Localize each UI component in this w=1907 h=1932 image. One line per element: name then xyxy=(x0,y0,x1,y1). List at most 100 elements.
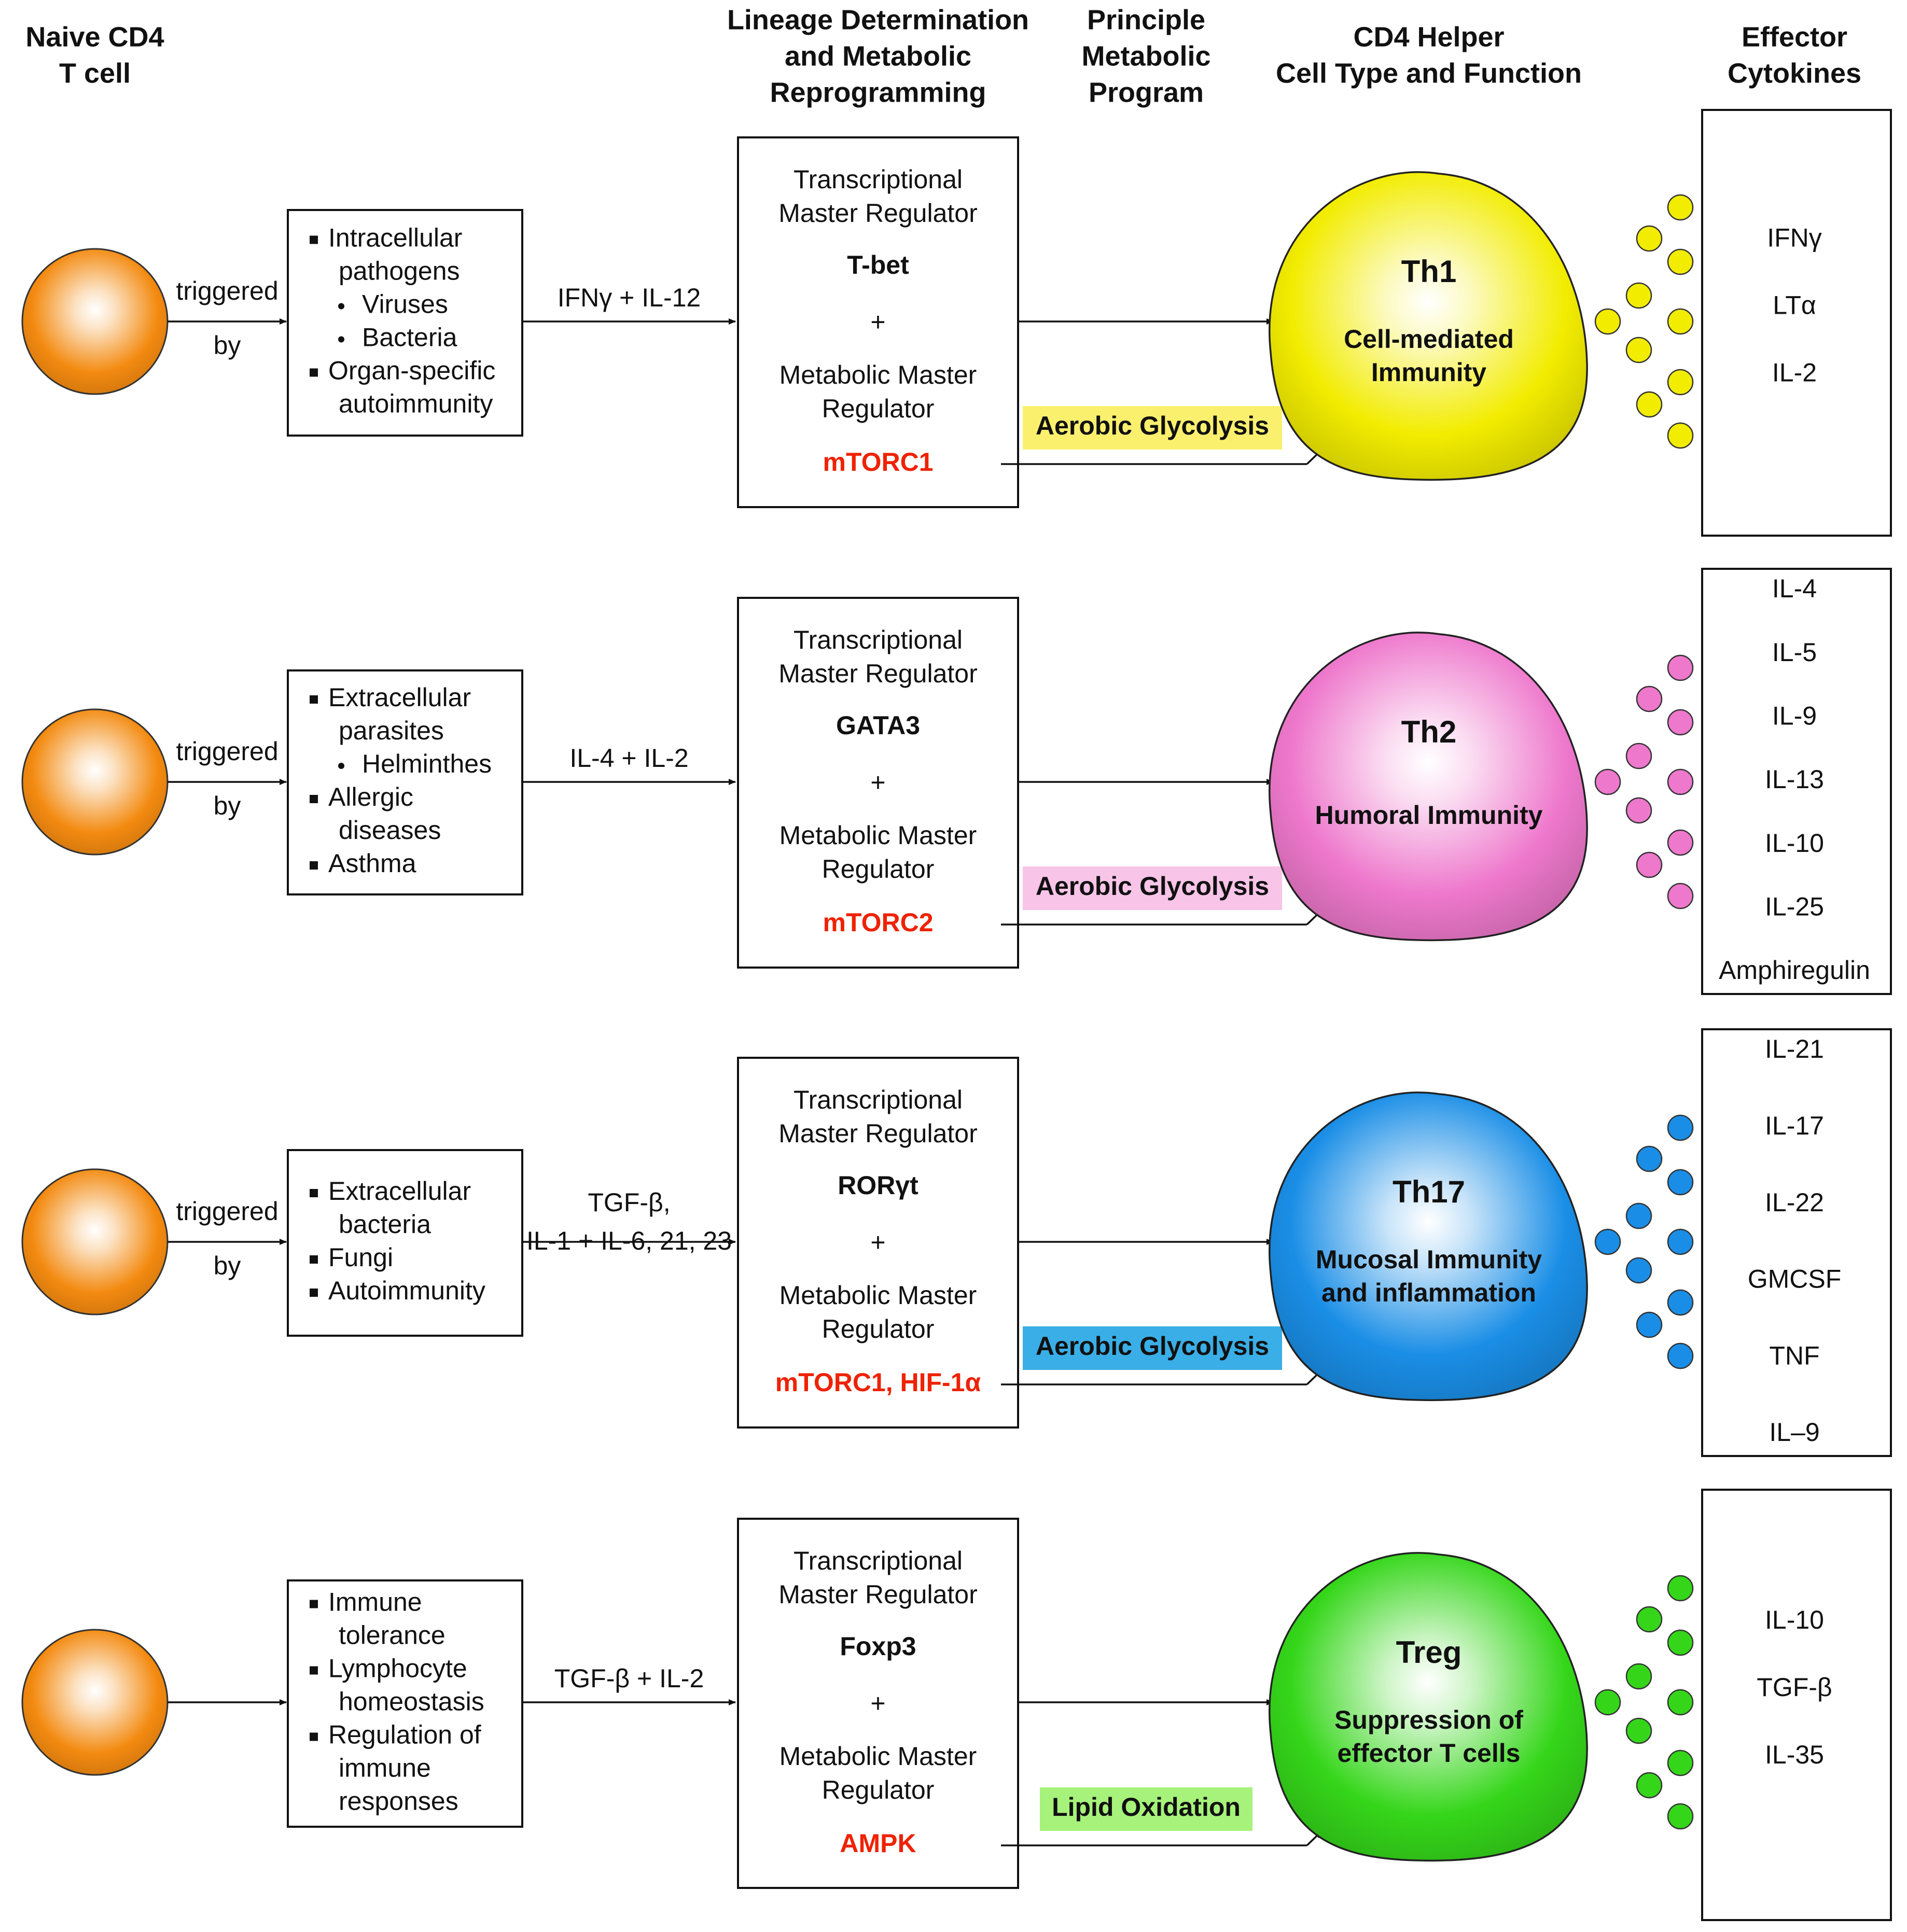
metabolic-program-badge xyxy=(1040,1787,1252,1831)
cytokine-dot xyxy=(1667,1575,1694,1602)
header-effector-line: Effector xyxy=(1742,21,1847,52)
regulator-box xyxy=(737,1057,1019,1429)
effector-cytokine: TGF-β xyxy=(1757,1673,1832,1702)
metabolic-program-label: Aerobic Glycolysis xyxy=(1036,411,1269,440)
trigger-item: diseases xyxy=(339,816,441,845)
row-th2: triggeredbyExtracellularparasitesHelmint… xyxy=(21,568,1892,995)
cytokine-dot xyxy=(1636,685,1663,712)
cytokine-dot xyxy=(1636,391,1663,418)
trigger-item: Intracellular xyxy=(328,223,462,253)
cytokine-dot xyxy=(1667,1228,1694,1255)
cytokine-dot xyxy=(1636,1772,1663,1799)
cytokine-dot xyxy=(1667,1169,1694,1196)
trigger-box xyxy=(287,1579,523,1828)
naive-cd4-cell xyxy=(21,708,169,856)
metabolic-master-regulator: AMPK xyxy=(840,1829,916,1858)
signal-label: TGF-β + IL-2 xyxy=(554,1664,704,1693)
cytokine-dot xyxy=(1594,308,1621,335)
effector-cytokine: Amphiregulin xyxy=(1719,956,1870,985)
helper-cell-type: Th17 xyxy=(1393,1174,1465,1209)
cytokine-dot xyxy=(1636,1606,1663,1633)
cytokine-dot xyxy=(1636,1311,1663,1338)
cytokine-dot xyxy=(1594,1689,1621,1716)
cytokine-dot xyxy=(1667,1289,1694,1316)
cytokine-dot xyxy=(1625,282,1652,309)
trigger-item: immune xyxy=(339,1754,431,1783)
transcriptional-regulator-label: Master Regulator xyxy=(778,1580,978,1609)
header-program-line: Principle xyxy=(1087,4,1205,35)
effector-cytokine-box xyxy=(1701,109,1892,537)
trigger-item: Immune xyxy=(328,1588,422,1617)
cytokine-dot xyxy=(1667,1629,1694,1656)
bullet-dot-icon xyxy=(338,303,344,310)
triggered-label: triggered xyxy=(176,1197,278,1226)
row-treg: ImmunetoleranceLymphocytehomeostasisRegu… xyxy=(21,1489,1892,1921)
trigger-item: responses xyxy=(339,1787,458,1816)
metabolic-regulator-label: Regulator xyxy=(822,1775,935,1804)
helper-cell-body xyxy=(1269,632,1588,942)
metabolic-program-label: Lipid Oxidation xyxy=(1052,1793,1241,1822)
transcriptional-regulator-label: Master Regulator xyxy=(778,1119,978,1148)
row-th1: triggeredbyIntracellularpathogensViruses… xyxy=(21,109,1892,537)
header-naive-line: T cell xyxy=(59,58,131,89)
signal-label: IL-4 + IL-2 xyxy=(569,744,688,773)
trigger-item: pathogens xyxy=(339,257,460,286)
bullet-square-icon xyxy=(310,1666,318,1675)
header-effector-line: Cytokines xyxy=(1728,58,1861,89)
transcriptional-master-regulator: RORγt xyxy=(838,1171,918,1200)
effector-cytokine: IL-17 xyxy=(1765,1111,1824,1140)
effector-cytokine: IL-2 xyxy=(1772,358,1817,387)
effector-cytokine: IL-10 xyxy=(1765,829,1824,858)
cytokine-dot xyxy=(1667,422,1694,449)
plus-sign: + xyxy=(870,307,885,337)
regulator-box xyxy=(737,597,1019,969)
metabolic-program-label: Aerobic Glycolysis xyxy=(1036,1332,1269,1361)
bullet-square-icon xyxy=(310,795,318,803)
effector-cytokine: IL-13 xyxy=(1765,765,1824,794)
cytokine-dot xyxy=(1625,797,1652,824)
helper-cell-type: Treg xyxy=(1396,1635,1462,1670)
cytokine-dot xyxy=(1667,709,1694,736)
effector-cytokine: IL-21 xyxy=(1765,1034,1824,1063)
metabolic-regulator-label: Metabolic Master xyxy=(779,360,977,389)
trigger-item: Helminthes xyxy=(362,749,492,778)
cytokine-dot xyxy=(1625,1202,1652,1229)
helper-cell-function: effector T cells xyxy=(1338,1739,1521,1768)
helper-cell-function: Humoral Immunity xyxy=(1315,801,1543,830)
triggered-label: triggered xyxy=(176,737,278,766)
effector-cytokine: IL-25 xyxy=(1765,892,1824,921)
transcriptional-regulator-label: Transcriptional xyxy=(794,625,963,654)
effector-cytokine: IL-5 xyxy=(1772,638,1817,667)
helper-cell-function: Immunity xyxy=(1371,358,1486,387)
trigger-box xyxy=(287,669,523,895)
cytokine-dot xyxy=(1594,1228,1621,1255)
cytokine-dot xyxy=(1667,1689,1694,1716)
cytokine-dot xyxy=(1594,768,1621,795)
trigger-item: autoimmunity xyxy=(339,389,493,418)
metabolic-master-regulator: mTORC2 xyxy=(823,908,933,937)
cytokine-dot xyxy=(1625,1663,1652,1690)
metabolic-regulator-label: Regulator xyxy=(822,1314,935,1343)
effector-cytokine: IL-10 xyxy=(1765,1605,1824,1634)
bullet-dot-icon xyxy=(338,763,344,769)
transcriptional-master-regulator: T-bet xyxy=(847,250,909,279)
helper-cell-function: Mucosal Immunity xyxy=(1316,1245,1542,1274)
metabolic-regulator-label: Regulator xyxy=(822,855,935,884)
metabolic-program-badge xyxy=(1023,866,1282,910)
trigger-item: Fungi xyxy=(328,1243,393,1272)
helper-cell-type: Th1 xyxy=(1401,254,1457,289)
regulator-box xyxy=(737,1518,1019,1889)
transcriptional-master-regulator: Foxp3 xyxy=(840,1632,916,1661)
bullet-dot-icon xyxy=(338,336,344,343)
plus-sign: + xyxy=(870,1689,885,1718)
helper-cell-body xyxy=(1269,171,1588,481)
effector-cytokine-box xyxy=(1701,1028,1892,1457)
helper-cell-function: and inflammation xyxy=(1321,1278,1536,1307)
effector-cytokine-box xyxy=(1701,568,1892,995)
trigger-item: Asthma xyxy=(328,849,416,878)
triggered-label: triggered xyxy=(176,276,278,305)
